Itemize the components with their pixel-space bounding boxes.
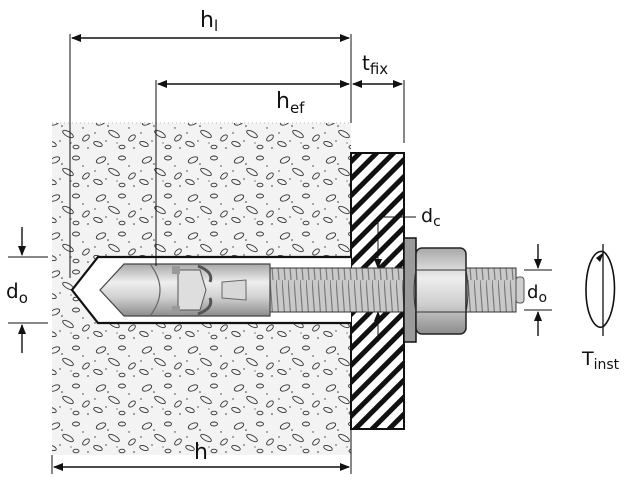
wedge-anchor-icon: [99, 263, 525, 317]
hl-label: hl: [200, 8, 218, 35]
dc-label: dc: [421, 205, 441, 230]
tinst-label: Tinst: [581, 348, 620, 373]
tfix-label: tfix: [362, 51, 388, 78]
hef-label: hef: [276, 89, 305, 117]
rotation-arrow-icon: [585, 244, 616, 336]
h-label: h: [194, 440, 208, 465]
d0-left-label: do: [6, 279, 28, 307]
d0-right-label: do: [527, 282, 547, 306]
hex-nut: [413, 247, 469, 335]
